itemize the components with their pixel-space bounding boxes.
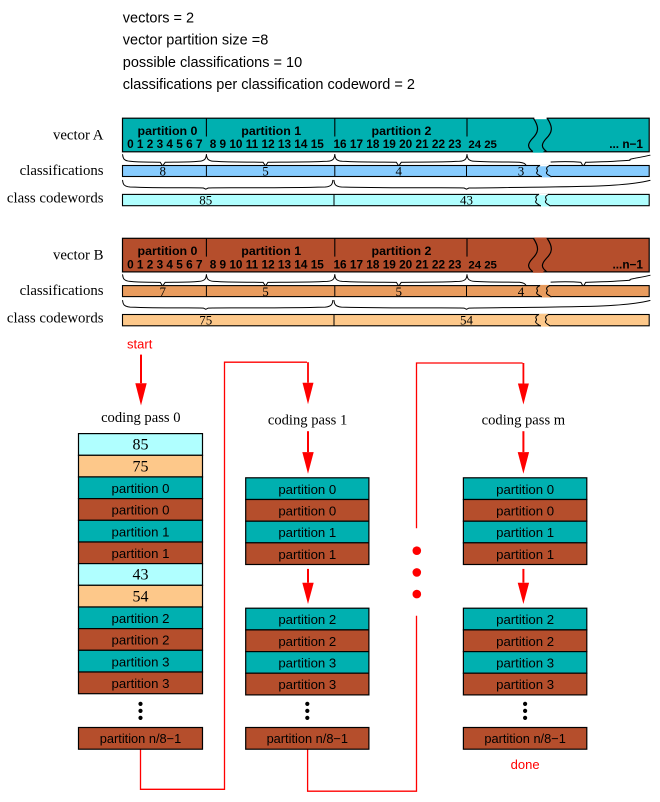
svg-text:partition 0: partition 0 [138, 244, 198, 258]
svg-text:partition 0: partition 0 [278, 504, 336, 519]
svg-text:partition n/8−1: partition n/8−1 [267, 731, 348, 746]
svg-text:partition 2: partition 2 [496, 612, 554, 627]
svg-text:8: 8 [159, 164, 166, 179]
svg-text:partition 2: partition 2 [278, 634, 336, 649]
svg-text:... n−1: ... n−1 [609, 137, 643, 151]
svg-text:54: 54 [460, 313, 474, 328]
svg-text:class codewords: class codewords [7, 191, 104, 207]
svg-text:85: 85 [133, 437, 149, 454]
svg-text:16 17 18 19 20 21 22 23: 16 17 18 19 20 21 22 23 [334, 137, 462, 151]
svg-text:vector B: vector B [53, 248, 104, 264]
svg-text:classifications per classifica: classifications per classification codew… [123, 77, 415, 93]
svg-text:partition 3: partition 3 [112, 676, 170, 691]
svg-text:43: 43 [133, 567, 149, 584]
svg-text:partition 1: partition 1 [496, 525, 554, 540]
svg-text:54: 54 [133, 588, 149, 605]
svg-text:partition n/8−1: partition n/8−1 [484, 731, 565, 746]
svg-text:partition 2: partition 2 [112, 611, 170, 626]
svg-text:5: 5 [262, 284, 269, 299]
svg-text:5: 5 [262, 164, 269, 179]
svg-text:partition 1: partition 1 [278, 547, 336, 562]
svg-text:partition 0: partition 0 [112, 481, 170, 496]
svg-text:partition 1: partition 1 [241, 124, 301, 138]
svg-text:partition 2: partition 2 [278, 612, 336, 627]
svg-text:partition 1: partition 1 [112, 546, 170, 561]
svg-text:partition 1: partition 1 [278, 525, 336, 540]
svg-text:partition 3: partition 3 [278, 656, 336, 671]
svg-text:partition n/8−1: partition n/8−1 [100, 731, 181, 746]
svg-text:done: done [511, 757, 540, 772]
svg-text:partition 0: partition 0 [112, 503, 170, 518]
svg-text:possible classifications = 10: possible classifications = 10 [123, 55, 302, 71]
svg-text:vectors = 2: vectors = 2 [123, 11, 194, 27]
svg-text:partition 1: partition 1 [241, 244, 301, 258]
svg-text:85: 85 [199, 193, 212, 208]
svg-text:partition 3: partition 3 [112, 654, 170, 669]
svg-text:partition 2: partition 2 [372, 244, 432, 258]
svg-text:partition 2: partition 2 [496, 634, 554, 649]
svg-text:partition 2: partition 2 [372, 124, 432, 138]
svg-text:partition 3: partition 3 [496, 677, 554, 692]
svg-text:...n−1: ...n−1 [613, 257, 644, 271]
svg-text:coding pass 1: coding pass 1 [268, 412, 347, 428]
svg-text:class codewords: class codewords [7, 311, 104, 327]
svg-text:4: 4 [518, 284, 525, 299]
svg-text:classifications: classifications [20, 163, 104, 179]
svg-text:coding pass m: coding pass m [482, 412, 566, 428]
svg-text:75: 75 [133, 458, 149, 475]
svg-text:partition 1: partition 1 [112, 524, 170, 539]
svg-text:7: 7 [159, 284, 166, 299]
svg-text:0 1 2 3 4 5 6 7: 0 1 2 3 4 5 6 7 [127, 137, 203, 151]
svg-text:43: 43 [460, 193, 473, 208]
svg-text:coding pass 0: coding pass 0 [101, 410, 180, 426]
svg-text:16 17 18 19 20 21 22 23: 16 17 18 19 20 21 22 23 [334, 257, 462, 271]
svg-text:partition 2: partition 2 [112, 633, 170, 648]
svg-text:partition 1: partition 1 [496, 547, 554, 562]
svg-text:24 25: 24 25 [468, 259, 497, 271]
svg-text:24 25: 24 25 [468, 139, 497, 151]
svg-text:8 9 10 11 12 13 14 15: 8 9 10 11 12 13 14 15 [210, 257, 325, 271]
svg-text:8 9 10 11 12 13 14 15: 8 9 10 11 12 13 14 15 [210, 137, 325, 151]
svg-text:vector A: vector A [53, 128, 104, 144]
svg-text:partition 0: partition 0 [496, 504, 554, 519]
svg-text:classifications: classifications [20, 283, 104, 299]
svg-text:partition 0: partition 0 [496, 482, 554, 497]
svg-text:partition 0: partition 0 [138, 124, 198, 138]
svg-text:3: 3 [518, 164, 525, 179]
svg-text:0 1 2 3 4 5 6 7: 0 1 2 3 4 5 6 7 [127, 257, 203, 271]
svg-text:partition 3: partition 3 [496, 656, 554, 671]
svg-text:75: 75 [199, 313, 212, 328]
svg-text:start: start [127, 336, 153, 351]
svg-text:vector partition size =8: vector partition size =8 [123, 33, 268, 49]
svg-text:partition 0: partition 0 [278, 482, 336, 497]
svg-text:partition 3: partition 3 [278, 677, 336, 692]
svg-text:4: 4 [396, 164, 403, 179]
svg-text:5: 5 [396, 284, 403, 299]
